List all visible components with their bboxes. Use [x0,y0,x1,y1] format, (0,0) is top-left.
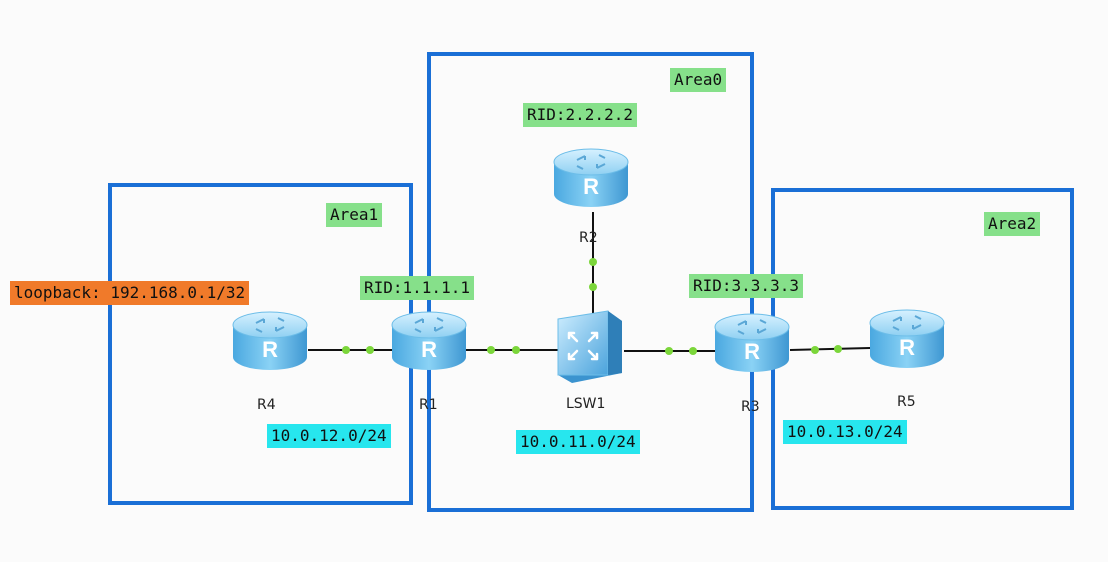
rid-r1-label: RID:1.1.1.1 [360,276,474,300]
device-label-r5: R5 [897,394,916,410]
subnet-r3-r5-label: 10.0.13.0/24 [783,420,907,444]
area1-label: Area1 [326,203,383,227]
area2-label: Area2 [984,212,1041,236]
svg-text:R: R [262,337,278,362]
router-r2-icon[interactable]: R [553,148,629,207]
router-r4-icon[interactable]: R [232,311,308,370]
router-r1-icon[interactable]: R [391,311,467,370]
device-label-r2: R2 [579,230,598,246]
area0-label: Area0 [670,68,727,92]
rid-r2-label: RID:2.2.2.2 [523,103,637,127]
device-label-r4: R4 [257,397,276,413]
device-label-r3: R3 [741,399,760,415]
svg-text:R: R [744,339,760,364]
rid-r3-label: RID:3.3.3.3 [689,274,803,298]
link-dot [834,345,842,353]
loopback-label: loopback: 192.168.0.1/32 [10,281,250,305]
link-dot [487,346,495,354]
device-label-r1: R1 [419,397,438,413]
link-dot [512,346,520,354]
link-dot [589,283,597,291]
svg-text:R: R [583,174,599,199]
link-dot [665,347,673,355]
subnet-lsw1-label: 10.0.11.0/24 [516,430,640,454]
subnet-r4-r1-label: 10.0.12.0/24 [267,424,391,448]
link-dots [342,258,842,355]
router-r3-icon[interactable]: R [714,313,790,372]
router-r5-icon[interactable]: R [869,309,945,368]
link-r3-r5 [789,347,871,351]
link-dot [366,346,374,354]
link-dot [689,347,697,355]
link-dot [342,346,350,354]
link-dot [589,258,597,266]
svg-text:R: R [421,337,437,362]
device-label-lsw1: LSW1 [566,396,606,412]
switch-lsw1-icon[interactable] [557,310,622,383]
link-dot [811,346,819,354]
svg-text:R: R [899,335,915,360]
